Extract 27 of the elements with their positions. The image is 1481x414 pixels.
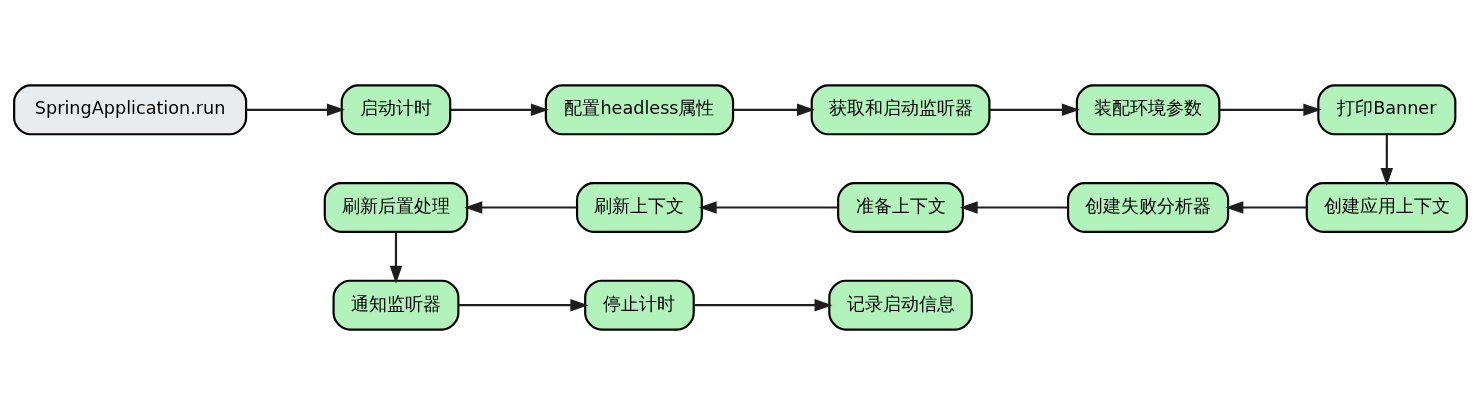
- arrow: [1225, 200, 1307, 214]
- arrow: [693, 298, 833, 311]
- arrow: [246, 103, 345, 116]
- arrow: [698, 200, 838, 214]
- arrow: [989, 103, 1080, 116]
- node-box: SpringApplication.run: [13, 83, 248, 135]
- arrow: [450, 103, 549, 116]
- node-box: 记录启动信息: [828, 279, 973, 331]
- arrow: [733, 103, 815, 116]
- node-box: 停止计时: [584, 279, 695, 331]
- node-box: 刷新上下文: [575, 181, 703, 233]
- arrow: [1380, 133, 1394, 186]
- arrow: [458, 298, 589, 311]
- node-box: 配置headless属性: [544, 83, 735, 135]
- node-box: 通知监听器: [332, 279, 460, 331]
- node-box: 打印Banner: [1317, 83, 1457, 135]
- node-box: 启动计时: [340, 83, 452, 135]
- node-box: 创建应用上下文: [1305, 181, 1468, 233]
- arrow: [389, 231, 403, 284]
- node-box: 刷新后置处理: [323, 181, 469, 233]
- node-box: 创建失败分析器: [1067, 181, 1230, 233]
- node-box: 获取和启动监听器: [810, 83, 991, 135]
- node-box: 准备上下文: [837, 181, 965, 233]
- arrow: [1219, 103, 1322, 116]
- node-box: 装配环境参数: [1075, 83, 1221, 135]
- arrow: [959, 200, 1068, 214]
- arrow: [464, 200, 577, 214]
